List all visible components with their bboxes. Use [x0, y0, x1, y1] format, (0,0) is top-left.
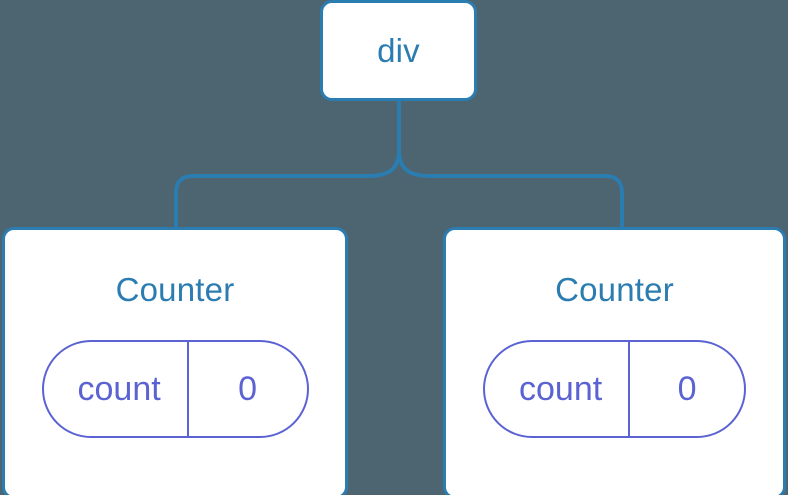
state-pill-right-value: 0: [677, 370, 697, 408]
state-pill-left-value: 0: [238, 370, 258, 408]
node-counter-right[interactable]: Counter count 0: [443, 227, 786, 495]
state-pill-right: count 0: [483, 340, 746, 438]
state-pill-left-key: count: [44, 342, 189, 436]
state-pill-left: count 0: [41, 340, 309, 438]
node-counter-right-label: Counter: [555, 271, 674, 308]
state-pill-right-key: count: [485, 342, 631, 436]
connector-branch-left: [174, 149, 401, 229]
node-counter-left-label: Counter: [115, 271, 235, 308]
node-counter-left[interactable]: Counter count 0: [2, 227, 348, 495]
connector-branch-right: [397, 149, 624, 229]
node-div[interactable]: div: [320, 0, 477, 101]
node-div-label: div: [377, 31, 420, 69]
